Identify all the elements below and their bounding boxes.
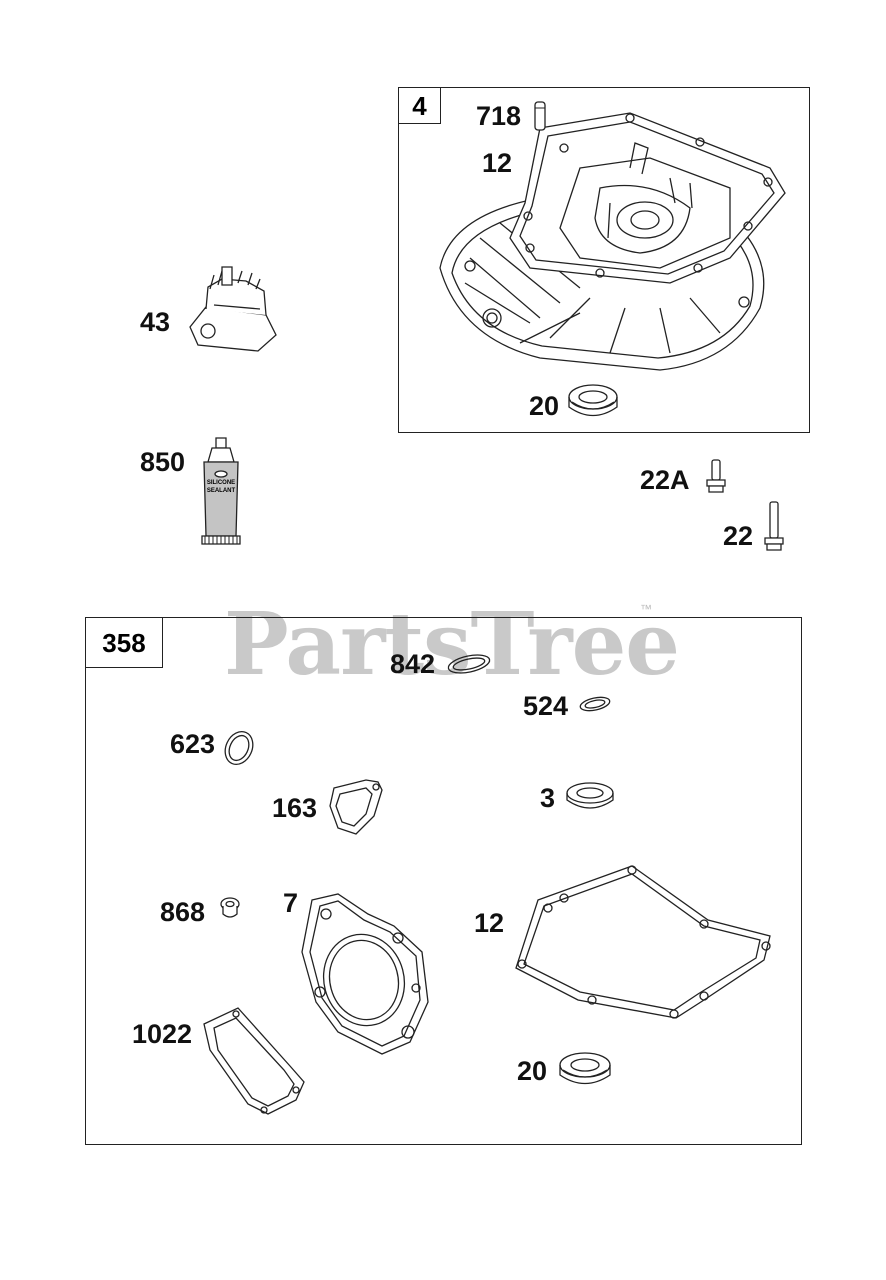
label-20-bottom[interactable]: 20 — [517, 1056, 548, 1086]
label-22A[interactable]: 22A — [640, 465, 690, 495]
sealant-label-line2: SEALANT — [206, 488, 236, 494]
gasket-set-frame: 358 — [85, 617, 802, 1145]
gasket-163[interactable] — [326, 776, 386, 838]
governor-gear-43[interactable] — [186, 265, 282, 357]
label-850[interactable]: 850 — [140, 447, 186, 477]
frame-tag-4[interactable]: 4 — [399, 88, 441, 124]
label-7[interactable]: 7 — [283, 888, 299, 918]
sump-cover-drawing[interactable] — [430, 108, 790, 378]
bolt-22[interactable] — [762, 500, 786, 552]
oil-seal-20-bottom[interactable] — [556, 1050, 614, 1090]
label-842[interactable]: 842 — [390, 649, 436, 679]
o-ring-842[interactable] — [446, 652, 492, 676]
sump-frame: 4 — [398, 87, 810, 433]
label-22[interactable]: 22 — [723, 521, 754, 551]
label-3[interactable]: 3 — [540, 783, 556, 813]
watermark: PartsTree — [224, 594, 680, 695]
frame-tag-358[interactable]: 358 — [86, 618, 163, 668]
label-1022[interactable]: 1022 — [132, 1019, 193, 1049]
label-868[interactable]: 868 — [160, 897, 206, 927]
head-gasket-7[interactable] — [298, 892, 432, 1056]
bolt-22A[interactable] — [704, 458, 728, 494]
label-12-top[interactable]: 12 — [482, 148, 513, 178]
gasket-1022[interactable] — [200, 1004, 310, 1116]
label-623[interactable]: 623 — [170, 729, 216, 759]
sealant-label-line1: SILICONE — [206, 480, 236, 486]
watermark-trademark: ™ — [640, 602, 652, 616]
o-ring-524[interactable] — [578, 693, 612, 715]
label-524[interactable]: 524 — [523, 691, 569, 721]
label-12-bottom[interactable]: 12 — [474, 908, 505, 938]
seal-ring-623[interactable] — [222, 728, 256, 768]
oil-seal-3[interactable] — [564, 780, 616, 814]
plug-868[interactable] — [218, 896, 242, 922]
label-43[interactable]: 43 — [140, 307, 171, 337]
label-20-top[interactable]: 20 — [529, 391, 560, 421]
gasket-12-bottom[interactable] — [508, 860, 782, 1020]
dowel-pin-718[interactable] — [533, 100, 547, 132]
sealant-tube-850[interactable] — [196, 436, 246, 548]
label-163[interactable]: 163 — [272, 793, 318, 823]
label-718[interactable]: 718 — [476, 101, 522, 131]
oil-seal-20-top[interactable] — [566, 382, 620, 422]
